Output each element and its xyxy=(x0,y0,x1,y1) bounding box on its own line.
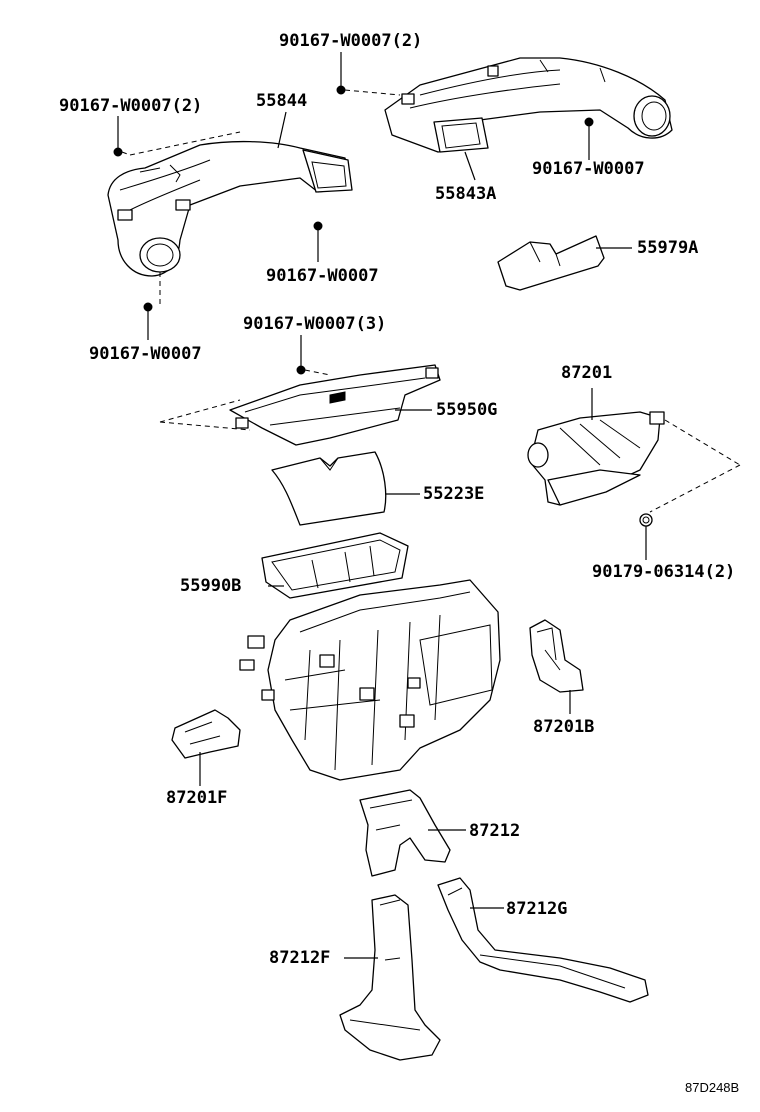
alignment-dashes xyxy=(121,89,741,513)
part-label-l15: 87201B xyxy=(533,717,595,737)
hvac-unit-body[interactable] xyxy=(239,579,501,781)
part-label-l1: 90167-W0007(2) xyxy=(279,31,423,51)
duct-87212F[interactable] xyxy=(339,894,441,1061)
bracket-55950G[interactable] xyxy=(229,364,441,446)
screw-duct-left-bottom[interactable] xyxy=(313,221,323,231)
figure-id: 87D248B xyxy=(685,1080,740,1095)
part-label-l6: 90167-W0007 xyxy=(266,266,379,286)
part-label-l4: 55843A xyxy=(435,184,497,204)
screw-right-upper[interactable] xyxy=(584,117,594,127)
filter-55223E[interactable] xyxy=(271,451,387,526)
part-label-l5: 90167-W0007 xyxy=(532,159,645,179)
part-label-l10: 55950G xyxy=(436,400,498,420)
part-label-l3: 55844 xyxy=(256,91,308,111)
part-label-l18: 87212G xyxy=(506,899,568,919)
part-label-l12: 55223E xyxy=(423,484,485,504)
part-label-l8: 90167-W0007 xyxy=(89,344,202,364)
part-label-l17: 87212 xyxy=(469,821,521,841)
part-label-l16: 87201F xyxy=(166,788,228,808)
duct-55843A[interactable] xyxy=(384,57,673,153)
screw-top-middle[interactable] xyxy=(336,82,346,95)
part-label-l9: 90167-W0007(3) xyxy=(243,314,387,334)
duct-87201F[interactable] xyxy=(171,709,241,759)
duct-55844[interactable] xyxy=(107,140,353,277)
part-label-l2: 90167-W0007(2) xyxy=(59,96,203,116)
screw-bracket[interactable] xyxy=(296,365,306,375)
nut-87201[interactable] xyxy=(639,513,653,527)
plate-55979A[interactable] xyxy=(497,235,605,291)
part-label-l11: 87201 xyxy=(561,363,613,383)
duct-87201[interactable] xyxy=(527,411,665,506)
screw-left-upper[interactable] xyxy=(113,147,123,157)
duct-87212G[interactable] xyxy=(437,877,649,1003)
leader-lines xyxy=(117,52,647,959)
part-label-l13: 90179-06314(2) xyxy=(592,562,736,582)
tray-55990B[interactable] xyxy=(261,532,409,599)
duct-87212[interactable] xyxy=(359,789,451,877)
part-label-l14: 55990B xyxy=(180,576,242,596)
screw-left-lower[interactable] xyxy=(143,302,153,312)
part-label-l19: 87212F xyxy=(269,948,331,968)
part-label-l7: 55979A xyxy=(637,238,699,258)
duct-87201B[interactable] xyxy=(529,619,584,693)
